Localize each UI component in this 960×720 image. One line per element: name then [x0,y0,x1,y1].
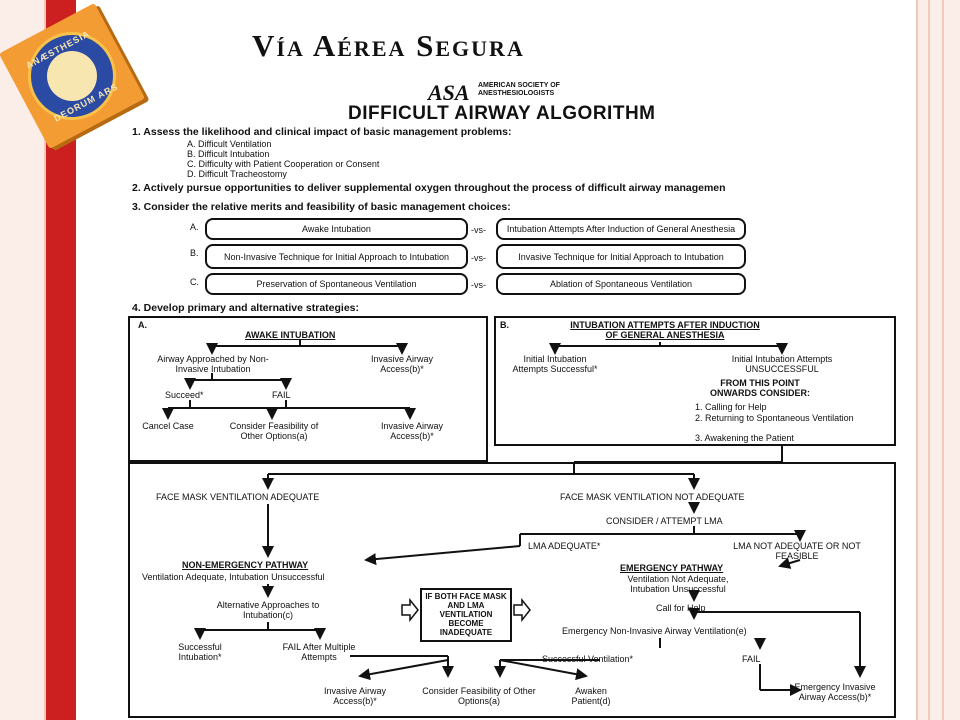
call-for-help: Call for Help [656,603,706,613]
panel-a-frame [128,316,488,462]
emergency-noninvasive: Emergency Non-Invasive Airway Ventilatio… [562,626,747,636]
choice-b-vs: -vs- [471,253,486,263]
consider-lma: CONSIDER / ATTEMPT LMA [606,516,723,526]
asa-logo-mark: ASA [428,80,470,105]
panel-b-initial-unsuccessful: Initial Intubation Attempts UNSUCCESSFUL [731,354,833,374]
choice-a-left: Awake Intubation [205,218,468,240]
choice-a-right: Intubation Attempts After Induction of G… [496,218,746,240]
panel-b-initial-successful: Initial Intubation Attempts Successful* [512,354,598,374]
panel-b-letter: B. [500,320,509,330]
choice-b-left: Non-Invasive Technique for Initial Appro… [205,244,468,269]
successful-intubation: Successful Intubation* [178,642,222,662]
alt-approaches: Alternative Approaches to Intubation(c) [216,600,320,620]
lower-consider-feasibility: Consider Feasibility of Other Options(a) [422,686,536,706]
panel-a-fail: FAIL [272,390,291,400]
choice-c-right: Ablation of Spontaneous Ventilation [496,273,746,295]
choice-a-letter: A. [190,222,199,232]
step-1: 1. Assess the likelihood and clinical im… [132,126,512,138]
awaken-patient: Awaken Patient(d) [571,686,611,706]
emergency-pathway: EMERGENCY PATHWAY [620,563,724,573]
panel-a-consider-feasibility: Consider Feasibility of Other Options(a) [229,421,319,441]
slide-title: Vía Aérea Segura [252,28,525,63]
panel-b-consider-1: 1. Calling for Help [695,402,767,412]
non-emergency-sub: Ventilation Adequate, Intubation Unsucce… [142,572,325,582]
fail-after-attempts: FAIL After Multiple Attempts [282,642,356,662]
panel-a-letter: A. [138,320,147,330]
panel-a-succeed: Succeed* [165,390,204,400]
choice-b-letter: B. [190,248,199,258]
choice-c-vs: -vs- [471,280,486,290]
panel-b-consider-2: 2. Returning to Spontaneous Ventilation [695,413,854,423]
choice-c-left: Preservation of Spontaneous Ventilation [205,273,468,295]
step-1-item-a: A. Difficult Ventilation [187,139,272,149]
fm-not-adequate: FACE MASK VENTILATION NOT ADEQUATE [560,492,745,502]
lower-invasive-access: Invasive Airway Access(b)* [323,686,387,706]
emergency-fail: FAIL [742,654,761,664]
panel-a-heading: AWAKE INTUBATION [245,330,336,340]
algorithm-title: DIFFICULT AIRWAY ALGORITHM [348,103,656,124]
asa-organization: AMERICAN SOCIETY OF ANESTHESIOLOGISTS [478,82,560,97]
step-1-item-b: B. Difficult Intubation [187,149,270,159]
panel-b-heading: INTUBATION ATTEMPTS AFTER INDUCTION OF G… [570,320,760,340]
step-2: 2. Actively pursue opportunities to deli… [132,182,726,194]
panel-a-invasive-access: Invasive Airway Access(b)* [370,354,434,374]
fm-adequate: FACE MASK VENTILATION ADEQUATE [156,492,320,502]
emergency-sub: Ventilation Not Adequate, Intubation Uns… [627,574,729,594]
step-4: 4. Develop primary and alternative strat… [132,302,360,314]
lma-adequate: LMA ADEQUATE* [528,541,601,551]
choice-a-vs: -vs- [471,225,486,235]
panel-b-from-this-point: FROM THIS POINT ONWARDS CONSIDER: [709,378,810,398]
lower-frame [128,462,896,718]
panel-b-frame [494,316,896,446]
panel-b-consider-3: 3. Awakening the Patient [695,433,794,443]
step-1-item-c: C. Difficulty with Patient Cooperation o… [187,159,380,169]
panel-a-cancel-case: Cancel Case [142,421,194,431]
successful-ventilation: Successful Ventilation* [542,654,634,664]
choice-c-letter: C. [190,277,199,287]
lma-not-adequate: LMA NOT ADEQUATE OR NOT FEASIBLE [733,541,861,561]
panel-a-noninvasive: Airway Approached by Non-Invasive Intuba… [157,354,269,374]
emergency-invasive-access: Emergency Invasive Airway Access(b)* [794,682,876,702]
panel-a-invasive-access-2: Invasive Airway Access(b)* [380,421,444,441]
right-decor-stripe [916,0,960,720]
if-both-box: IF BOTH FACE MASK AND LMA VENTILATION BE… [420,588,512,642]
step-1-item-d: D. Difficult Tracheostomy [187,169,287,179]
step-3: 3. Consider the relative merits and feas… [132,201,511,213]
non-emergency-pathway: NON-EMERGENCY PATHWAY [182,560,309,570]
choice-b-right: Invasive Technique for Initial Approach … [496,244,746,269]
